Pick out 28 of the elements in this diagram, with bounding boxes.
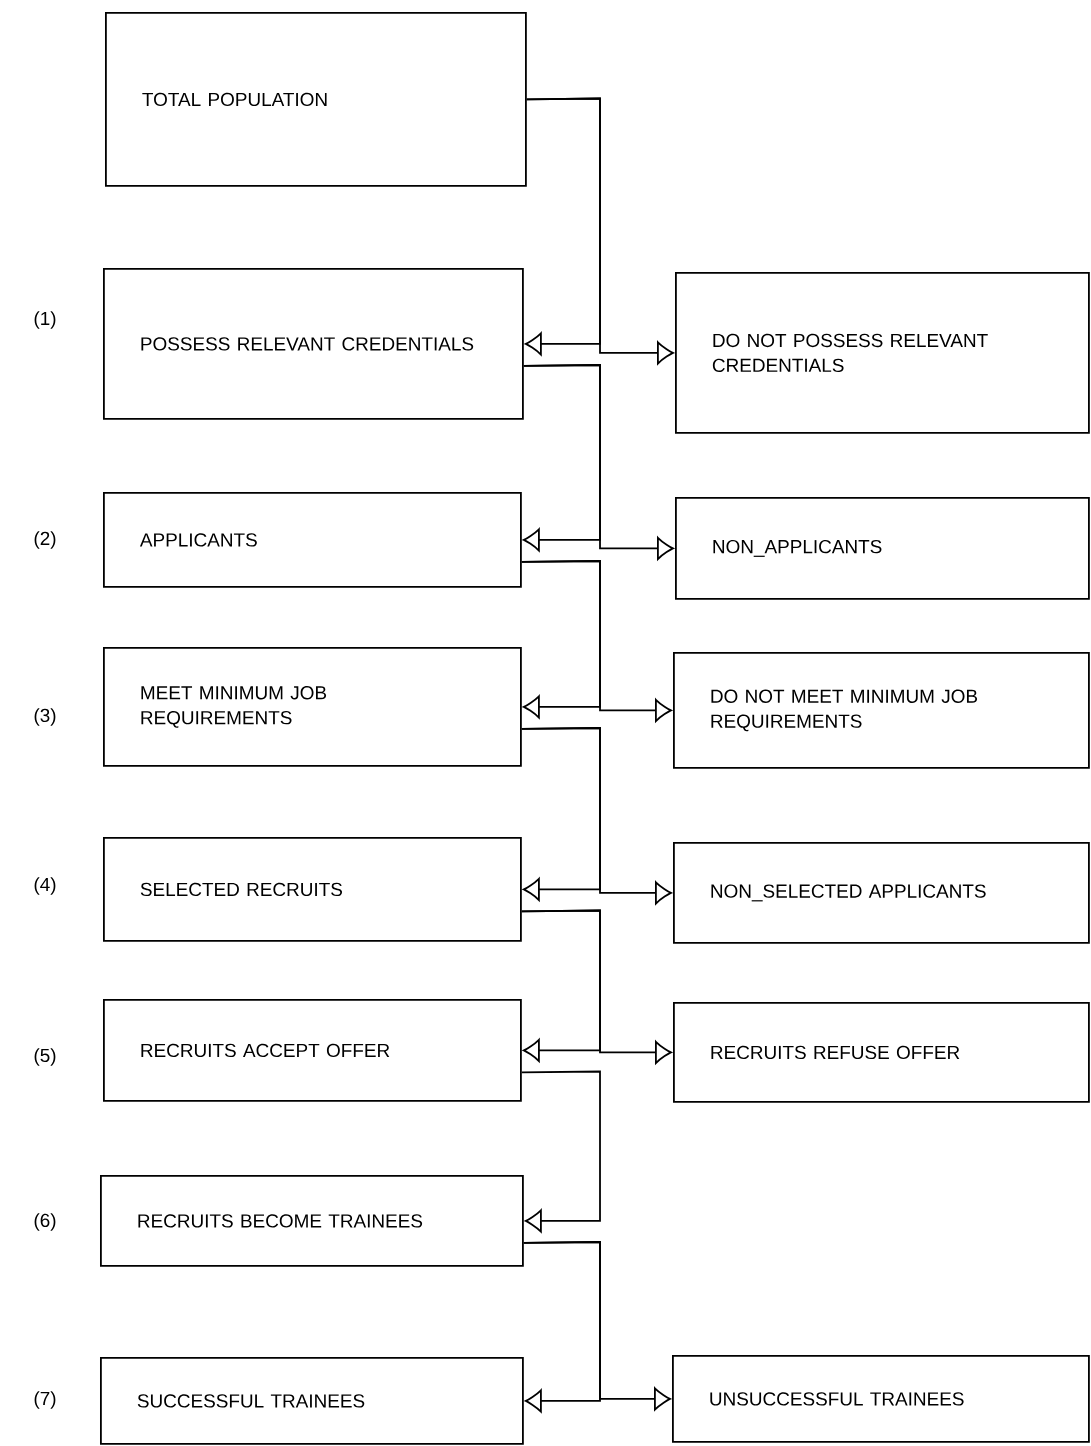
flow-box: DO NOT POSSESS RELEVANT CREDENTIALS (675, 272, 1090, 434)
arrow (520, 1070, 601, 1233)
flow-box: DO NOT MEET MINIMUM JOB REQUIREMENTS (673, 652, 1090, 769)
step-number: (5) (34, 1048, 56, 1066)
arrow (522, 1241, 671, 1411)
arrow (520, 909, 672, 1064)
arrow (525, 97, 674, 365)
flow-box: TOTAL POPULATION (105, 12, 527, 187)
flow-box: UNSUCCESSFUL TRAINEES (672, 1355, 1090, 1443)
arrow (520, 727, 672, 905)
arrow (520, 560, 672, 722)
step-number: (6) (34, 1213, 56, 1231)
flow-box: RECRUITS REFUSE OFFER (673, 1002, 1090, 1103)
step-number: (7) (34, 1391, 56, 1409)
flow-box: RECRUITS ACCEPT OFFER (103, 999, 522, 1102)
flow-box: RECRUITS BECOME TRAINEES (100, 1175, 524, 1267)
flow-box: APPLICANTS (103, 492, 522, 588)
step-number: (3) (34, 708, 56, 726)
step-number: (4) (34, 877, 56, 895)
flow-box: POSSESS RELEVANT CREDENTIALS (103, 268, 524, 420)
step-number: (2) (34, 531, 56, 549)
flow-box: SELECTED RECRUITS (103, 837, 522, 942)
flow-box: MEET MINIMUM JOB REQUIREMENTS (103, 647, 522, 767)
step-number: (1) (34, 311, 56, 329)
flow-box: SUCCESSFUL TRAINEES (100, 1357, 524, 1445)
flow-box: NON_SELECTED APPLICANTS (673, 842, 1090, 944)
arrow (522, 364, 674, 560)
flow-box: NON_APPLICANTS (675, 497, 1090, 600)
